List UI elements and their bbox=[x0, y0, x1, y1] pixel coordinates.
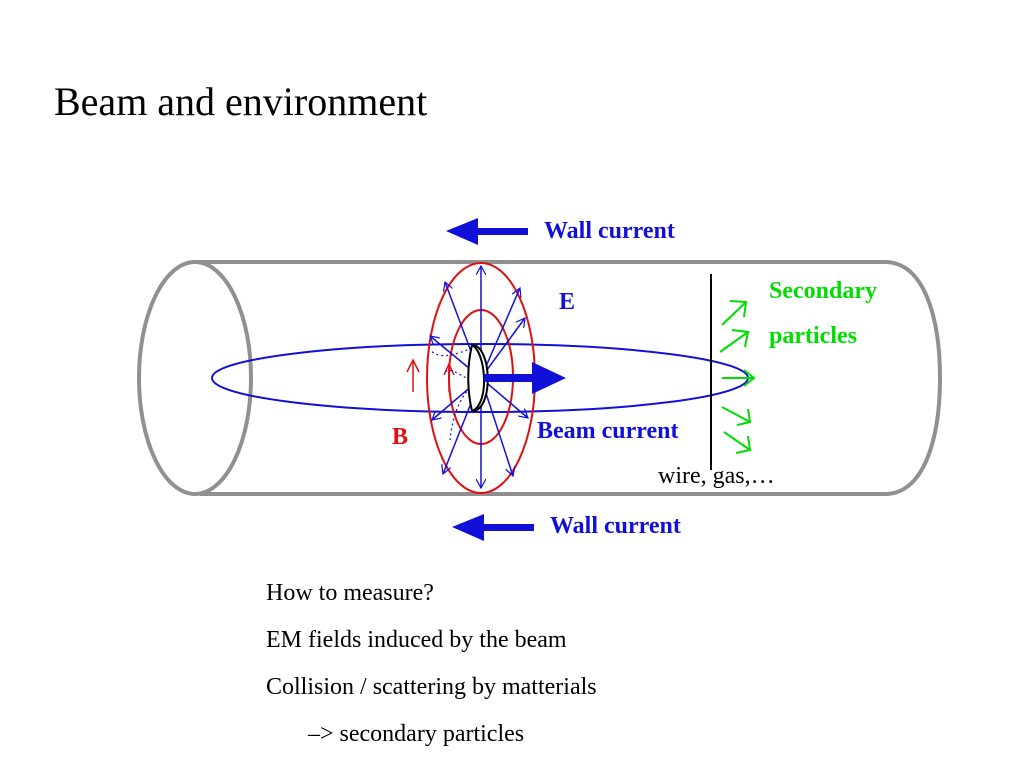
slide-title: Beam and environment bbox=[54, 79, 428, 124]
note-item: –> secondary particles bbox=[308, 721, 525, 747]
wall-current-arrow-top bbox=[446, 218, 528, 245]
dotted-field-lines bbox=[429, 347, 473, 441]
wall-current-bottom-label: Wall current bbox=[550, 513, 681, 539]
wall-current-top-label: Wall current bbox=[544, 218, 675, 244]
wire-gas-label: wire, gas,… bbox=[658, 463, 775, 489]
notes-list: How to measure? EM fields induced by the… bbox=[266, 570, 597, 758]
note-item: Collision / scattering by matterials bbox=[266, 674, 597, 700]
beam-current-label: Beam current bbox=[537, 418, 679, 444]
note-item: How to measure? bbox=[266, 580, 434, 606]
wall-current-arrow-bottom bbox=[452, 514, 534, 541]
beam-pipe bbox=[137, 260, 943, 496]
secondary-label-line1: Secondary bbox=[769, 278, 877, 304]
pipe-right-end bbox=[884, 260, 943, 496]
secondary-label-line2: particles bbox=[769, 323, 857, 349]
secondary-particle-arrows bbox=[719, 300, 756, 454]
e-field-label: E bbox=[559, 289, 576, 315]
note-item: EM fields induced by the beam bbox=[266, 627, 567, 653]
b-field-label: B bbox=[392, 424, 409, 450]
pipe-left-end bbox=[137, 260, 253, 496]
beam-current-arrow bbox=[484, 362, 566, 394]
